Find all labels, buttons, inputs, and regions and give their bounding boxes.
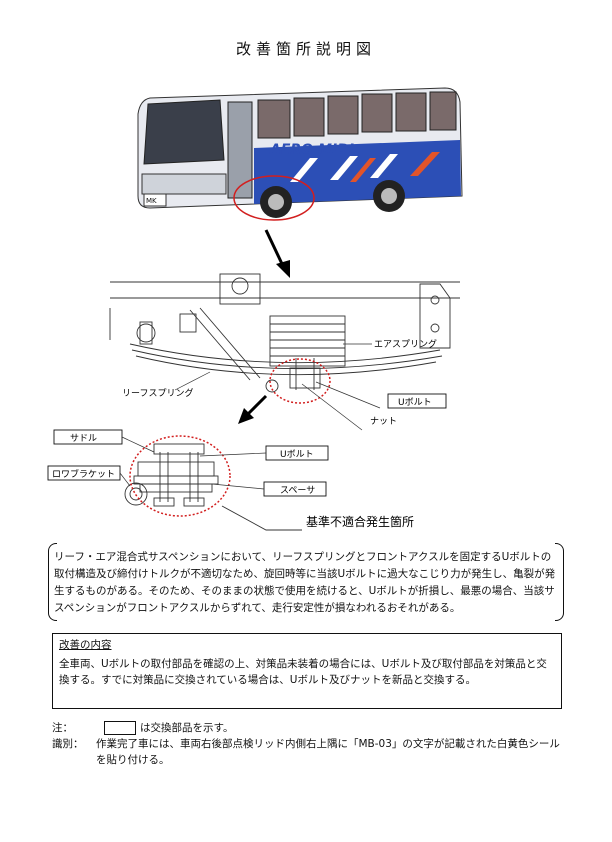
description-box: リーフ・エア混合式サスペンションにおいて、リーフスプリングとフロントアクスルを固…	[48, 543, 564, 621]
suspension-drawing	[109, 273, 460, 393]
pointer-arrow-detail	[238, 394, 268, 424]
improvement-body: 全車両、Uボルトの取付部品を確認の上、対策品未装着の場合には、Uボルト及び取付部…	[59, 658, 547, 686]
maker-badge: MK	[146, 197, 157, 205]
label-saddle: サドル	[70, 433, 97, 444]
note-text: は交換部品を示す。	[140, 722, 234, 734]
label-leaf-spring: リーフスプリング	[122, 387, 193, 399]
improvement-box: 改善の内容 全車両、Uボルトの取付部品を確認の上、対策品未装着の場合には、Uボル…	[52, 633, 562, 709]
id-text: 作業完了車には、車両右後部点検リッド内側右上隅に「MB-03」の文字が記載された…	[96, 738, 560, 766]
note-key: 注	[52, 722, 63, 734]
pointer-arrow-down	[264, 229, 290, 278]
replacement-part-swatch	[104, 721, 136, 735]
label-air-spring: エアスプリング	[374, 338, 437, 350]
id-key: 識別	[52, 738, 73, 750]
label-nonconformity: 基準不適合発生箇所	[306, 514, 414, 529]
label-u-bolt-top: Uボルト	[398, 397, 432, 408]
label-spacer: スペーサ	[280, 485, 315, 496]
label-u-bolt-detail: Uボルト	[280, 449, 314, 460]
bus-illustration: AERO MIDI MK	[137, 87, 463, 221]
description-text: リーフ・エア混合式サスペンションにおいて、リーフスプリングとフロントアクスルを固…	[54, 551, 556, 614]
label-nut: ナット	[370, 416, 397, 427]
page-title: 改善箇所説明図	[235, 40, 376, 58]
improvement-diagram: AERO MIDI MK	[47, 87, 463, 531]
u-bolt-detail-drawing	[124, 443, 219, 507]
notes: 注： は交換部品を示す。 識別： 作業完了車には、車両右後部点検リッド内側右上隅…	[52, 720, 562, 768]
front-wheel-highlight	[233, 175, 315, 221]
bus-brand-text: AERO MIDI	[269, 142, 354, 158]
label-lower-bracket: ロワブラケット	[52, 468, 115, 480]
improvement-heading: 改善の内容	[59, 639, 112, 651]
detail-highlight	[129, 435, 231, 517]
u-bolt-highlight	[269, 358, 331, 404]
